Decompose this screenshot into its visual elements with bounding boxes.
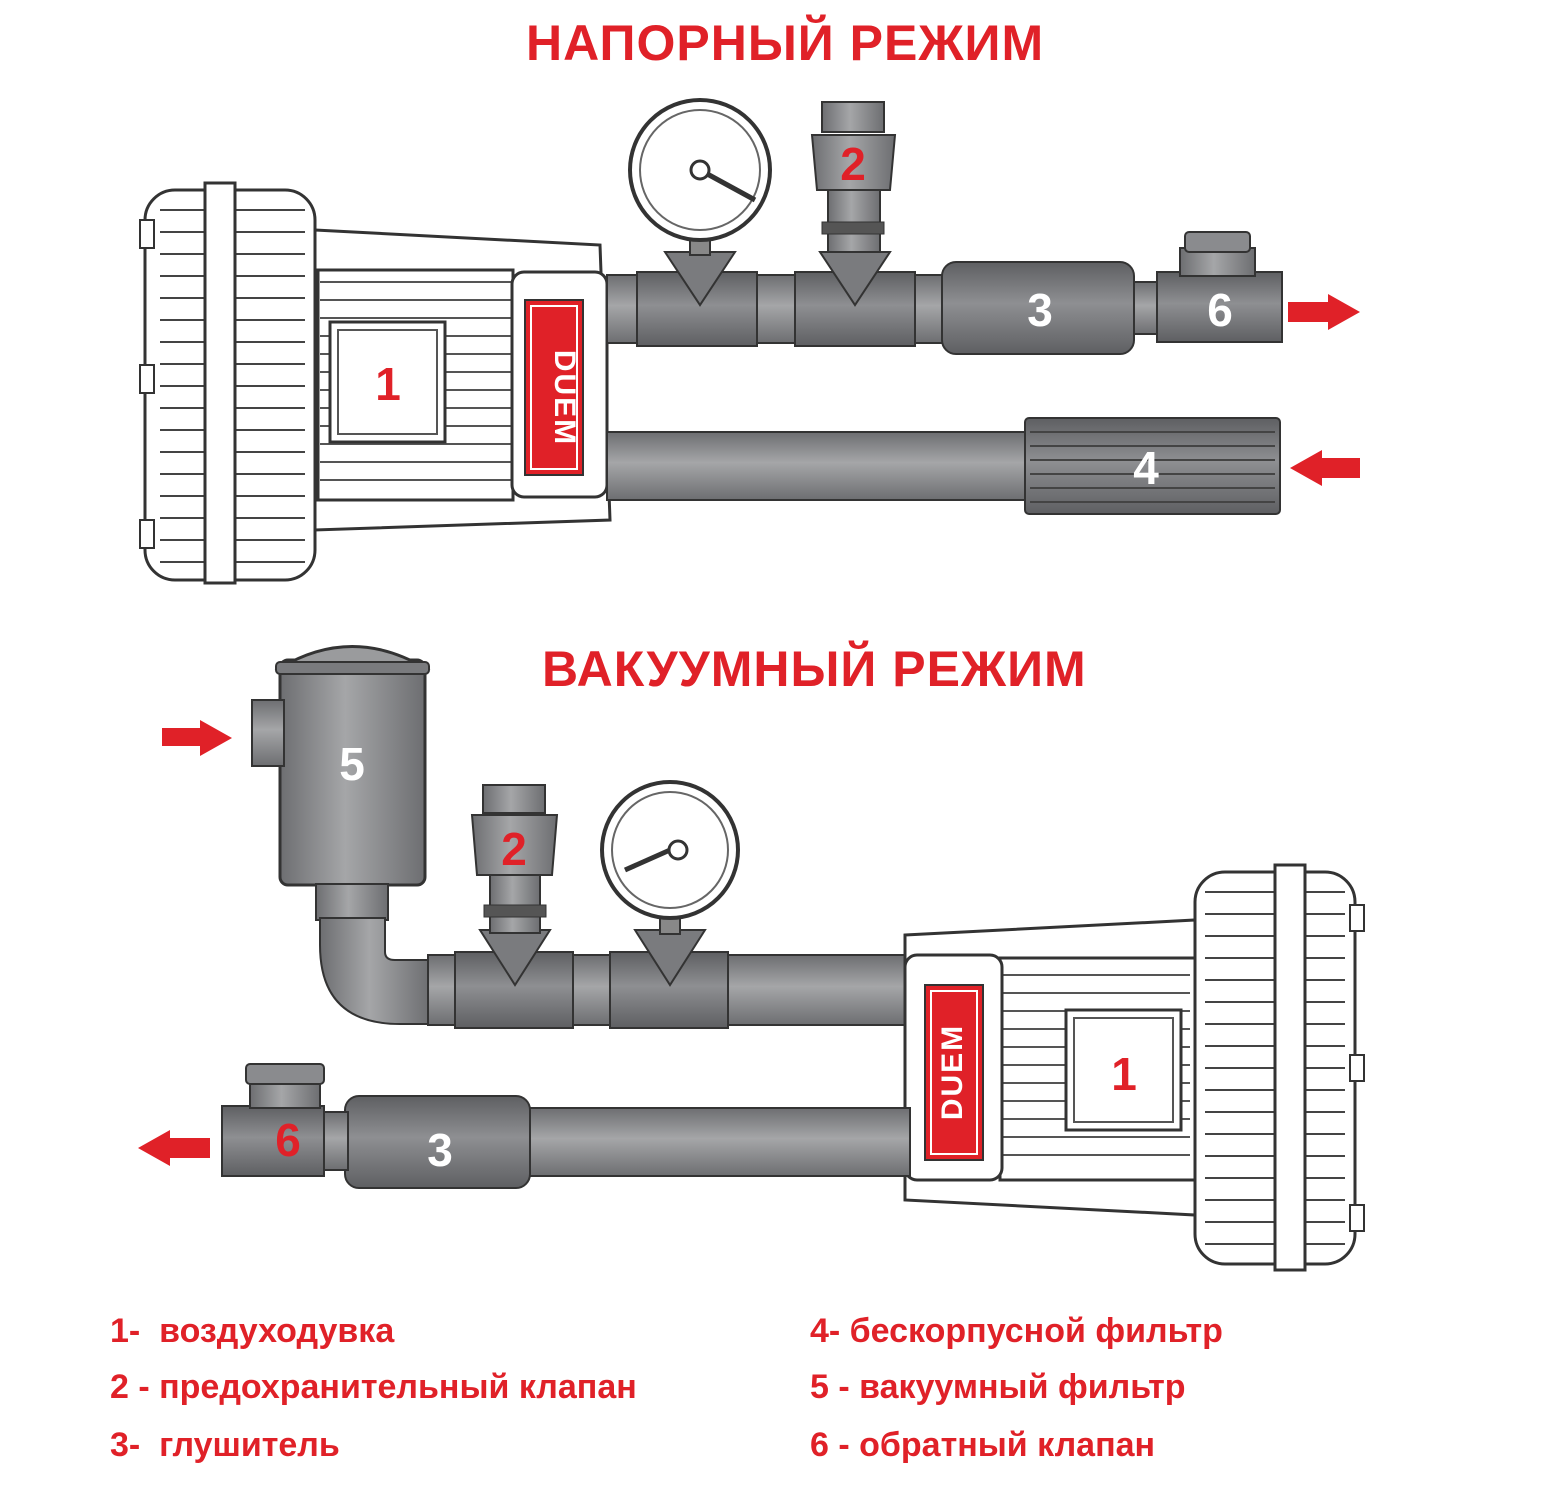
- legend-item-6: 6 - обратный клапан: [810, 1426, 1156, 1464]
- vacuum-outlet-pipe: [524, 1107, 911, 1177]
- arrow-left-icon: [138, 1130, 210, 1166]
- check-valve: [221, 1063, 325, 1177]
- blower-fan-housing: [139, 181, 317, 585]
- pressure-assembly: DUEM 1 2: [139, 98, 1360, 585]
- label-v2: 2: [501, 823, 527, 875]
- safety-valve: [810, 101, 897, 253]
- blower-diagram: DUEM 1 2: [138, 98, 1365, 1272]
- brand-logo-bottom: DUEM: [936, 1024, 969, 1120]
- label-p6: 6: [1207, 284, 1233, 336]
- legend-item-4: 4- бескорпусной фильтр: [810, 1312, 1223, 1350]
- label-v5: 5: [339, 738, 365, 790]
- pressure-gauge-icon: [628, 98, 772, 256]
- label-v6: 6: [275, 1114, 301, 1166]
- safety-valve: [470, 784, 559, 934]
- blower-motor-body: DUEM: [903, 918, 1197, 1217]
- arrow-right-icon: [162, 720, 232, 756]
- label-v1: 1: [1111, 1048, 1137, 1100]
- label-p4: 4: [1133, 442, 1159, 494]
- label-p2: 2: [840, 138, 866, 190]
- legend-item-2: 2 - предохранительный клапан: [110, 1368, 637, 1406]
- inlet-pipe: [606, 431, 1033, 501]
- vacuum-assembly: 5 2: [138, 645, 1365, 1272]
- legend-item-3: 3- глушитель: [110, 1426, 340, 1464]
- pressure-gauge-icon: [600, 780, 740, 935]
- legend-item-5: 5 - вакуумный фильтр: [810, 1368, 1186, 1406]
- brand-logo-top: DUEM: [548, 350, 581, 446]
- label-p3: 3: [1027, 284, 1053, 336]
- vacuum-filter: [251, 645, 431, 921]
- legend-item-1: 1- воздуходувка: [110, 1312, 395, 1350]
- arrow-right-icon: [1288, 294, 1360, 330]
- check-valve: [1156, 231, 1283, 343]
- blower-fan-housing: [1193, 863, 1365, 1272]
- blower-motor-body: DUEM: [313, 228, 612, 532]
- label-p1: 1: [375, 358, 401, 410]
- frameless-filter: [1024, 417, 1281, 515]
- elbow-pipe: [319, 917, 431, 1025]
- arrow-left-icon: [1290, 450, 1360, 486]
- pressure-mode-title: НАПОРНЫЙ РЕЖИМ: [526, 15, 1045, 71]
- vacuum-mode-title: ВАКУУМНЫЙ РЕЖИМ: [542, 641, 1087, 697]
- label-v3: 3: [427, 1124, 453, 1176]
